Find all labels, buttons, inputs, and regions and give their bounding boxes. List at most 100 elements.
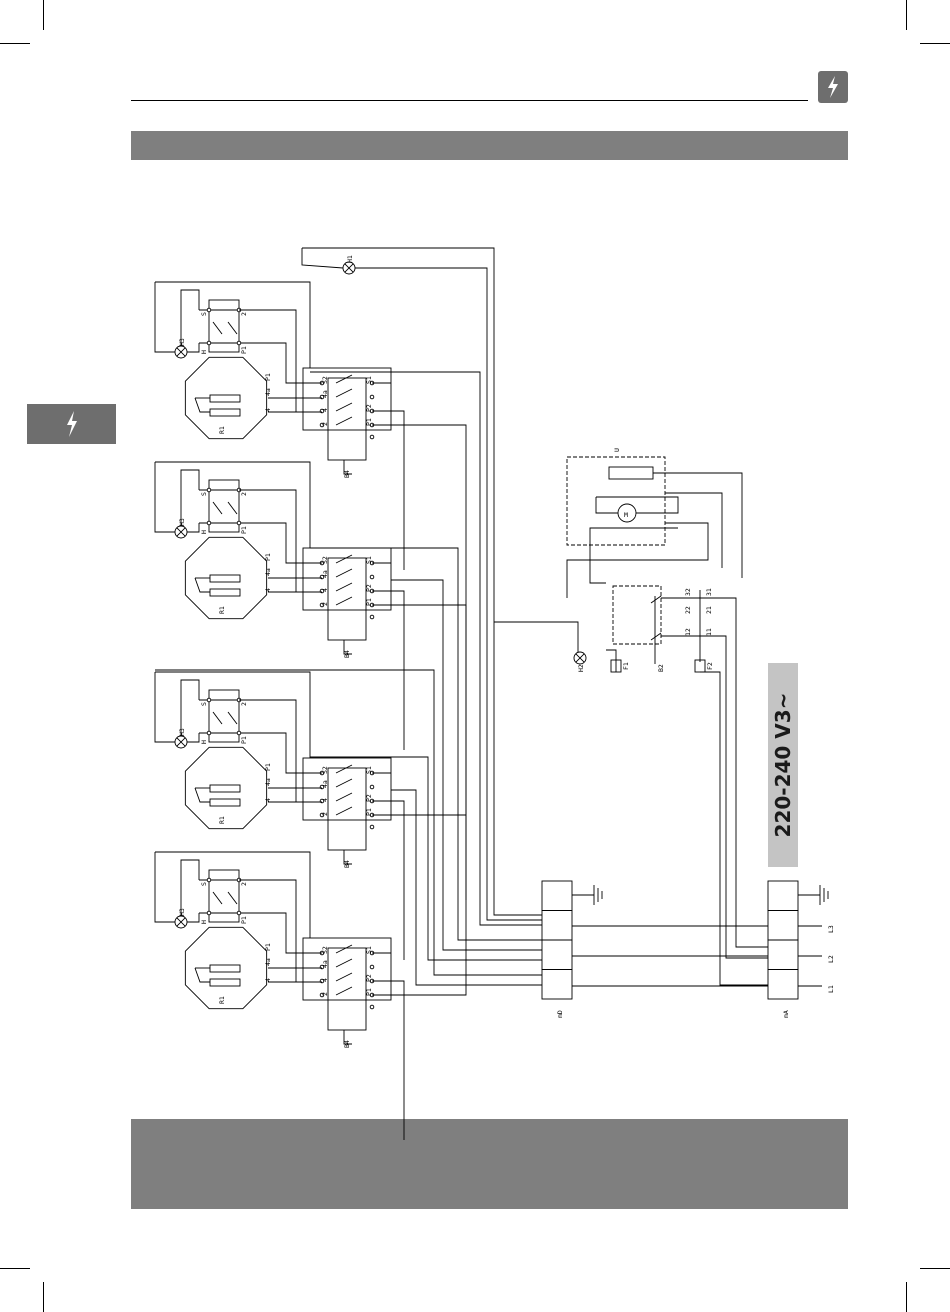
bus-wire bbox=[155, 670, 542, 975]
limiter-box bbox=[209, 300, 239, 352]
heater-r1-label: R1 bbox=[218, 816, 226, 824]
bus-wire bbox=[310, 372, 542, 925]
reg-term-s1: S1 bbox=[365, 766, 373, 774]
terminal-dot bbox=[237, 341, 241, 345]
control-wire bbox=[567, 523, 708, 598]
limiter-contact bbox=[228, 892, 237, 904]
bus-wire bbox=[310, 548, 542, 940]
phase-label: L2 bbox=[827, 955, 835, 963]
lamp-h2-label: H2 bbox=[577, 664, 585, 672]
regulator-contact bbox=[336, 959, 352, 967]
regulator-contact bbox=[336, 403, 352, 411]
bus-wire bbox=[355, 268, 542, 920]
limiter-term-2: 2 bbox=[240, 312, 248, 316]
reg-term-p1: P1 bbox=[365, 418, 373, 426]
control-wire bbox=[665, 493, 722, 568]
regulator-contact bbox=[336, 375, 352, 383]
switch-wire bbox=[372, 981, 404, 1140]
heater-term-4a: 4a bbox=[264, 778, 272, 786]
terminal-dot bbox=[207, 308, 211, 312]
reg-term-s2: S2 bbox=[321, 556, 329, 564]
reg-term-s2: S2 bbox=[321, 766, 329, 774]
terminal-cell bbox=[542, 911, 572, 941]
reg-term-p1: P1 bbox=[365, 988, 373, 996]
contactor-wire bbox=[661, 636, 768, 958]
fuse-f2-label: F2 bbox=[706, 662, 714, 670]
phase-label: L1 bbox=[827, 985, 835, 993]
reg-term-p2: P2 bbox=[365, 974, 373, 982]
reg-term-s2: S2 bbox=[321, 376, 329, 384]
control-unit-frame bbox=[567, 457, 665, 545]
terminal-dot bbox=[370, 1005, 374, 1009]
regulator-contact bbox=[336, 987, 352, 995]
lamp-wire bbox=[181, 680, 199, 736]
reg-term-4a: 4a bbox=[321, 390, 329, 398]
lamp-wire bbox=[187, 733, 199, 742]
reg-term-p2: P2 bbox=[365, 404, 373, 412]
limiter-term-s: S bbox=[200, 312, 208, 316]
contact-term-label: 21 bbox=[705, 606, 713, 614]
heating-element bbox=[210, 965, 240, 972]
limiter-term-h: H bbox=[200, 920, 208, 924]
terminal-dot bbox=[237, 521, 241, 525]
heater-r1-label: R1 bbox=[218, 426, 226, 434]
limiter-contact bbox=[213, 502, 222, 514]
limiter-term-p1: P1 bbox=[240, 346, 248, 354]
terminal-block-label: mA bbox=[782, 1010, 790, 1018]
heater-term-4: 4 bbox=[264, 978, 272, 982]
switch-b4-label: B4 bbox=[343, 650, 351, 658]
motor-wire bbox=[596, 497, 678, 513]
regulator-contact bbox=[336, 569, 352, 577]
switch-wire bbox=[372, 801, 404, 960]
contactor-wire bbox=[661, 598, 768, 947]
terminal-dot bbox=[370, 825, 374, 829]
terminal-dot bbox=[237, 731, 241, 735]
heater-term-4: 4 bbox=[264, 588, 272, 592]
limiter-term-2: 2 bbox=[240, 882, 248, 886]
heating-element bbox=[210, 589, 240, 596]
switch-wire bbox=[372, 425, 466, 900]
terminal-dot bbox=[207, 731, 211, 735]
lamp-wire bbox=[187, 523, 199, 532]
switch-wire bbox=[372, 815, 466, 900]
terminal-cell bbox=[768, 911, 798, 941]
heater-term-4a: 4a bbox=[264, 958, 272, 966]
switch-wire bbox=[372, 411, 404, 570]
control-wire bbox=[494, 622, 578, 658]
regulator-contact bbox=[336, 389, 352, 397]
fuse-wire bbox=[700, 672, 768, 985]
limiter-contact bbox=[228, 502, 237, 514]
reg-term-4: 4 bbox=[321, 798, 329, 802]
limiter-contact bbox=[213, 712, 222, 724]
heating-element bbox=[210, 785, 240, 792]
control-unit-label: U bbox=[613, 448, 621, 452]
limiter-box bbox=[209, 480, 239, 532]
limiter-term-h: H bbox=[200, 350, 208, 354]
reg-term-4: 4 bbox=[321, 588, 329, 592]
terminal-dot bbox=[207, 521, 211, 525]
regulator-contact bbox=[336, 555, 352, 563]
heating-element bbox=[210, 575, 240, 582]
terminal-dot bbox=[370, 435, 374, 439]
heater-term-p1: P1 bbox=[264, 373, 272, 381]
heater-term-4: 4 bbox=[264, 798, 272, 802]
motor-wire bbox=[596, 497, 618, 513]
terminal-cell bbox=[768, 970, 798, 1000]
heater-r1-label: R1 bbox=[218, 606, 226, 614]
limiter-term-2: 2 bbox=[240, 702, 248, 706]
reg-term-p1: P1 bbox=[365, 808, 373, 816]
regulator-contact bbox=[336, 583, 352, 591]
control-resistor bbox=[609, 467, 653, 479]
reg-term-4a: 4a bbox=[321, 780, 329, 788]
regulator-contact bbox=[336, 807, 352, 815]
switch-wire bbox=[372, 591, 404, 750]
motor-label: M bbox=[624, 511, 628, 519]
switch-b4-label: B4 bbox=[343, 860, 351, 868]
reg-term-2: 2 bbox=[321, 422, 329, 426]
lamp-wire bbox=[187, 913, 199, 922]
terminal-dot bbox=[207, 878, 211, 882]
reg-term-s1: S1 bbox=[365, 946, 373, 954]
terminal-cell bbox=[542, 970, 572, 1000]
terminal-dot bbox=[207, 341, 211, 345]
limiter-term-h: H bbox=[200, 740, 208, 744]
